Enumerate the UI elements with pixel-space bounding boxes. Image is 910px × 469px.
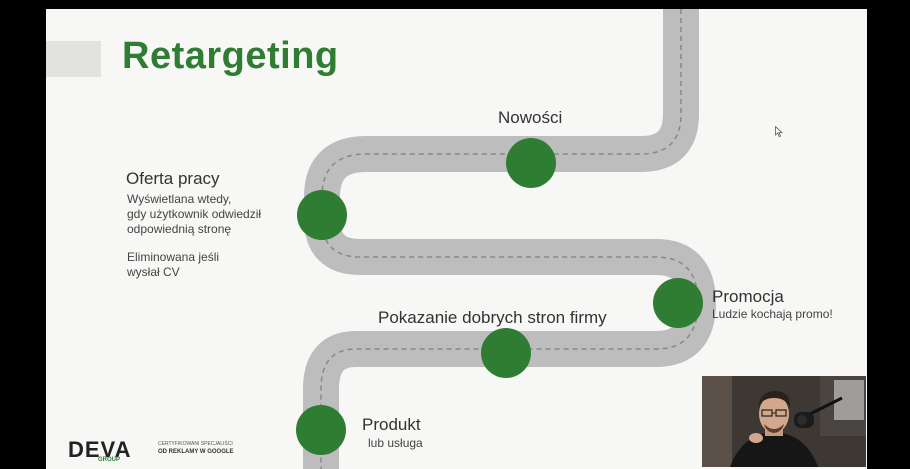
presenter-video-feed [702, 376, 866, 467]
milestone-dot-produkt [296, 405, 346, 455]
milestone-subtitle-produkt: lub usługa [368, 436, 423, 450]
milestone-title-oferta: Oferta pracy [126, 169, 220, 188]
presentation-slide: Retargeting Nowości Oferta pracy Wyświet… [46, 9, 867, 469]
logo-group-label: GROUP [98, 457, 121, 463]
milestone-dot-promocja [653, 278, 703, 328]
road-surface [303, 9, 716, 469]
milestone-desc-oferta-1: Wyświetlana wtedy, [127, 192, 232, 206]
milestone-title-pokazanie: Pokazanie dobrych stron firmy [378, 308, 607, 327]
milestone-title-promocja: Promocja [712, 287, 784, 306]
milestone-dot-oferta [297, 190, 347, 240]
milestone-desc-oferta-3: odpowiednią stronę [127, 222, 232, 236]
logo-wordmark: DEVA [68, 437, 132, 462]
milestone-desc-oferta-4: Eliminowana jeśli [127, 250, 220, 264]
milestone-dot-pokazanie [481, 328, 531, 378]
milestone-title-produkt: Produkt [362, 415, 421, 434]
decorative-tab [46, 41, 101, 77]
logo-tagline-2: OD REKLAMY W GOOGLE [158, 449, 234, 455]
milestone-dot-nowosci [506, 138, 556, 188]
road-center-line [320, 9, 699, 469]
milestone-subtitle-promocja: Ludzie kochają promo! [712, 307, 833, 321]
mouse-pointer-icon [775, 126, 783, 138]
milestone-title-nowosci: Nowości [498, 108, 563, 127]
slide-title: Retargeting [122, 35, 339, 77]
logo-tagline-1: CERTYFIKOWANI SPECJALIŚCI [158, 441, 233, 447]
roadmap-road [296, 9, 716, 469]
milestone-desc-oferta-5: wysłał CV [127, 265, 180, 279]
presenter-webcam [702, 376, 866, 467]
milestone-desc-oferta-2: gdy użytkownik odwiedził [127, 207, 262, 221]
